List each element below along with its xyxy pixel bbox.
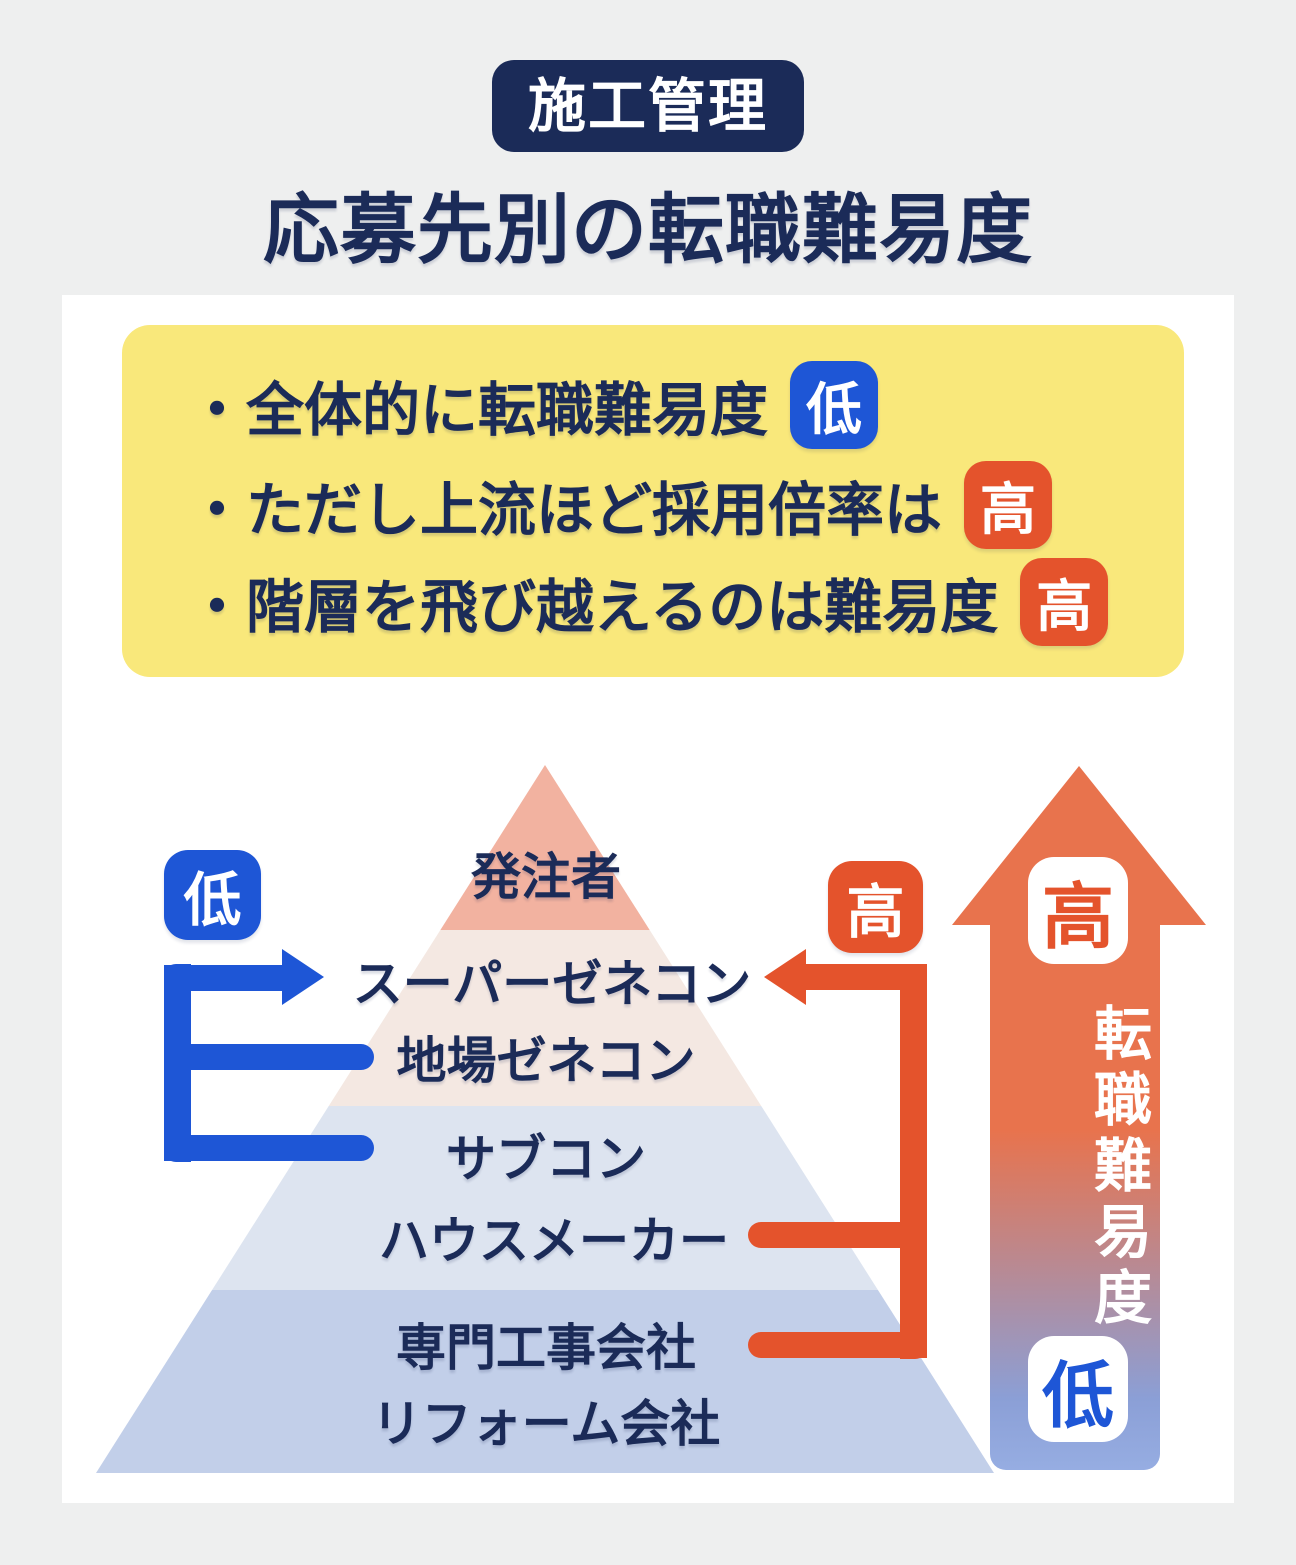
- page-title: 応募先別の転職難易度: [263, 185, 1033, 274]
- pyramid-label-local-general-contractor: 地場ゼネコン: [396, 1032, 696, 1090]
- summary-bullet-3-text: ・階層を飛び越えるのは難易度: [188, 573, 999, 641]
- pyramid-label-specialist-contractor: 専門工事会社: [396, 1319, 696, 1377]
- difficulty-axis-label: 転職難易度: [1084, 1002, 1152, 1333]
- high-route-branch-house-maker: [748, 1222, 927, 1248]
- difficulty-axis-low-badge: 低: [1028, 1336, 1128, 1442]
- difficulty-axis-high-badge: 高: [1028, 857, 1128, 964]
- low-route-top-branch: [164, 965, 284, 991]
- high-badge: 高: [964, 461, 1053, 549]
- low-route-badge: 低: [164, 850, 261, 940]
- summary-bullet-3: ・階層を飛び越えるのは難易度 高: [188, 557, 1109, 647]
- category-badge: 施工管理: [491, 60, 805, 152]
- low-route-arrowhead-icon: [282, 949, 324, 1005]
- low-route-middle-branch: [164, 1044, 374, 1070]
- summary-bullet-1: ・全体的に転職難易度 低: [188, 360, 879, 450]
- pyramid-label-house-maker: ハウスメーカー: [379, 1212, 729, 1270]
- pyramid-label-renovation-company: リフォーム会社: [371, 1395, 721, 1453]
- low-badge: 低: [790, 361, 879, 449]
- low-route-bottom-branch: [164, 1135, 374, 1161]
- pyramid-label-super-general-contractor: スーパーゼネコン: [352, 955, 752, 1013]
- high-route-vertical-bar: [900, 964, 927, 1359]
- high-badge: 高: [1020, 558, 1109, 646]
- pyramid-label-subcontractor: サブコン: [446, 1130, 646, 1188]
- summary-bullet-1-text: ・全体的に転職難易度: [188, 376, 769, 444]
- high-route-branch-specialist: [748, 1332, 927, 1358]
- summary-bullet-2: ・ただし上流ほど採用倍率は 高: [188, 460, 1053, 550]
- high-route-badge: 高: [828, 861, 923, 953]
- pyramid-label-client: 発注者: [471, 848, 621, 906]
- high-route-arrowhead-icon: [764, 949, 806, 1005]
- summary-bullet-2-text: ・ただし上流ほど採用倍率は: [188, 476, 943, 544]
- pyramid-tier-4-band: [96, 1290, 994, 1473]
